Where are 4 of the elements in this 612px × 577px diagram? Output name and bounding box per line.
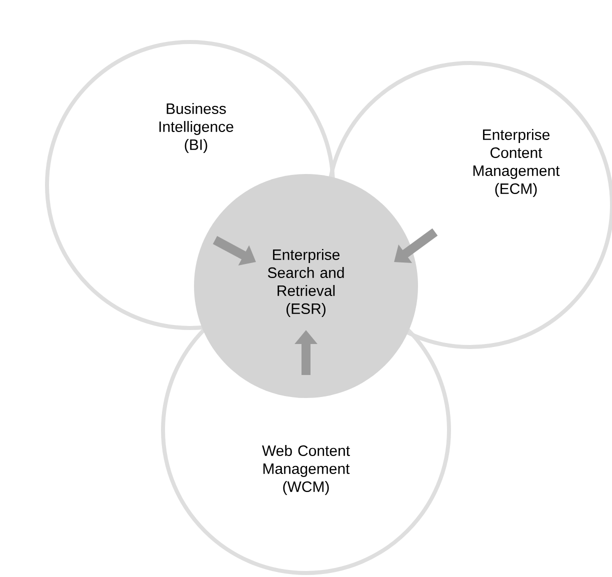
circle-label: Enterprise Content Management (ECM) <box>473 129 560 197</box>
circle-label: Web Content Management (WCM) <box>262 445 350 495</box>
circle-label: Business Intelligence (BI) <box>159 103 234 153</box>
circle-label: Enterprise Search and Retrieval (ESR) <box>268 249 344 317</box>
